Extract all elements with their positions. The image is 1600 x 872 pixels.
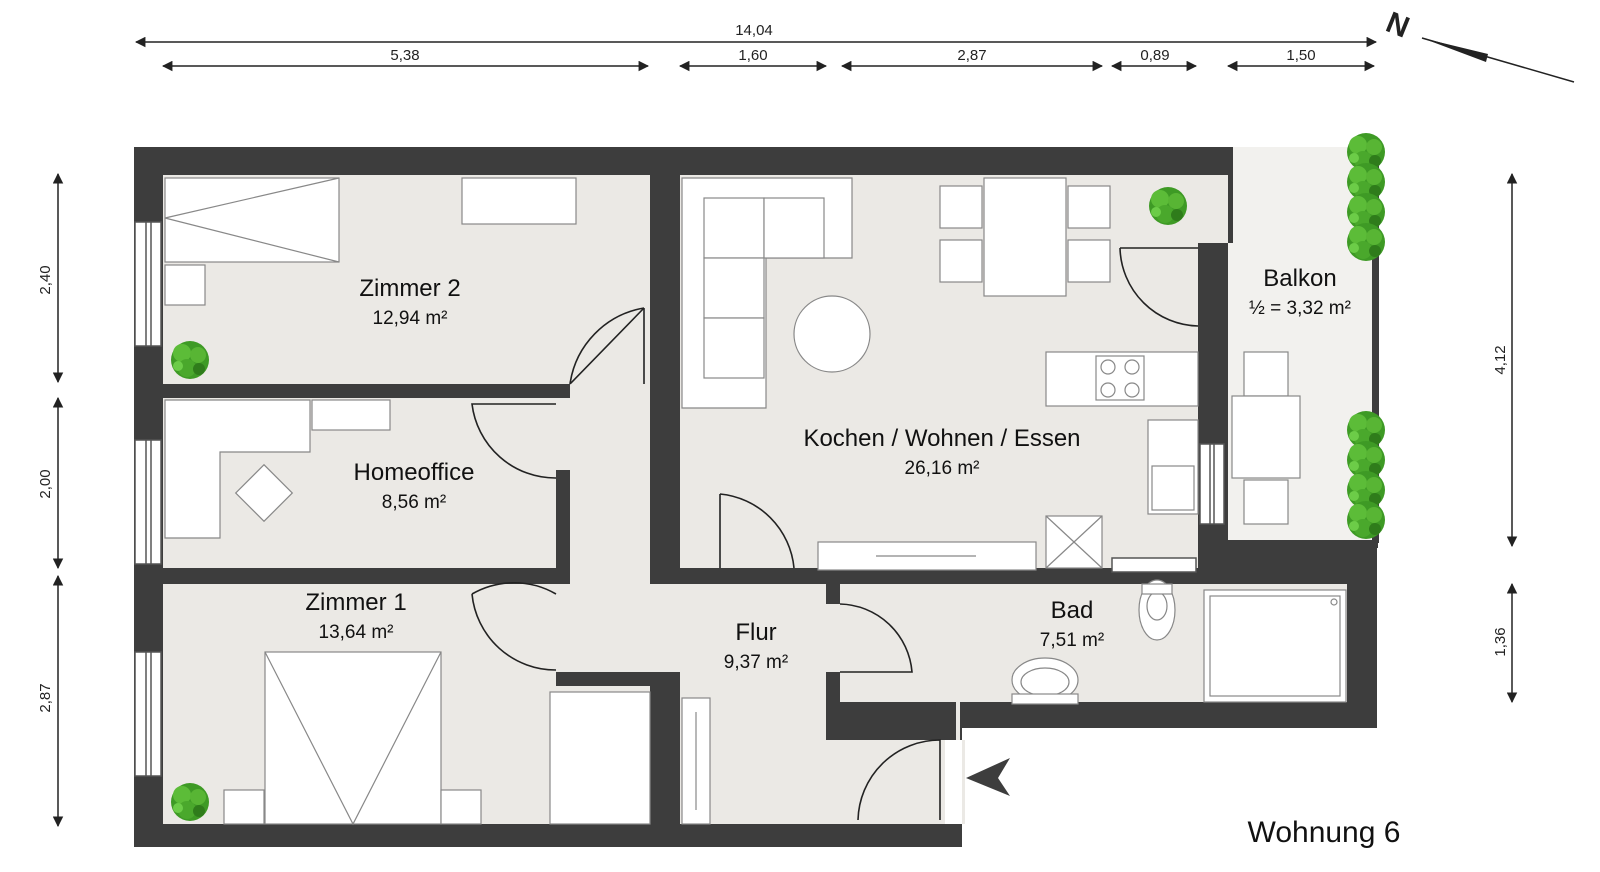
dim-top-5: 1,50 (1286, 47, 1315, 64)
room-name-zimmer2: Zimmer 2 (359, 275, 460, 302)
dim-top-2: 1,60 (738, 47, 767, 64)
room-area-kochen: 26,16 m² (905, 458, 980, 479)
dim-right-2: 1,36 (1492, 627, 1509, 656)
room-name-flur: Flur (735, 619, 776, 646)
room-area-zimmer1: 13,64 m² (319, 622, 394, 643)
dim-left-2: 2,00 (37, 469, 54, 498)
room-area-balkon: ½ = 3,32 m² (1249, 298, 1351, 319)
entrance-arrow-icon (966, 758, 1010, 796)
dim-left-3: 2,87 (37, 683, 54, 712)
dim-right-1: 4,12 (1492, 345, 1509, 374)
dimension-lines (52, 36, 1518, 828)
room-area-zimmer2: 12,94 m² (373, 308, 448, 329)
plan-title: Wohnung 6 (1248, 816, 1401, 849)
dim-top-total: 14,04 (735, 22, 773, 39)
dim-top-1: 5,38 (390, 47, 419, 64)
room-name-bad: Bad (1051, 597, 1094, 624)
room-name-homeoffice: Homeoffice (354, 459, 475, 486)
room-area-homeoffice: 8,56 m² (382, 492, 446, 513)
dim-top-4: 0,89 (1140, 47, 1169, 64)
compass-icon: N (1381, 6, 1575, 83)
room-area-flur: 9,37 m² (724, 652, 788, 673)
dim-top-3: 2,87 (957, 47, 986, 64)
room-name-balkon: Balkon (1263, 265, 1336, 292)
room-area-bad: 7,51 m² (1040, 630, 1104, 651)
doors (471, 247, 1199, 821)
dim-left-1: 2,40 (37, 265, 54, 294)
furniture (164, 177, 1347, 826)
svg-text:N: N (1381, 6, 1413, 45)
room-name-zimmer1: Zimmer 1 (305, 589, 406, 616)
room-name-kochen: Kochen / Wohnen / Essen (803, 425, 1080, 452)
windows (134, 221, 1225, 777)
